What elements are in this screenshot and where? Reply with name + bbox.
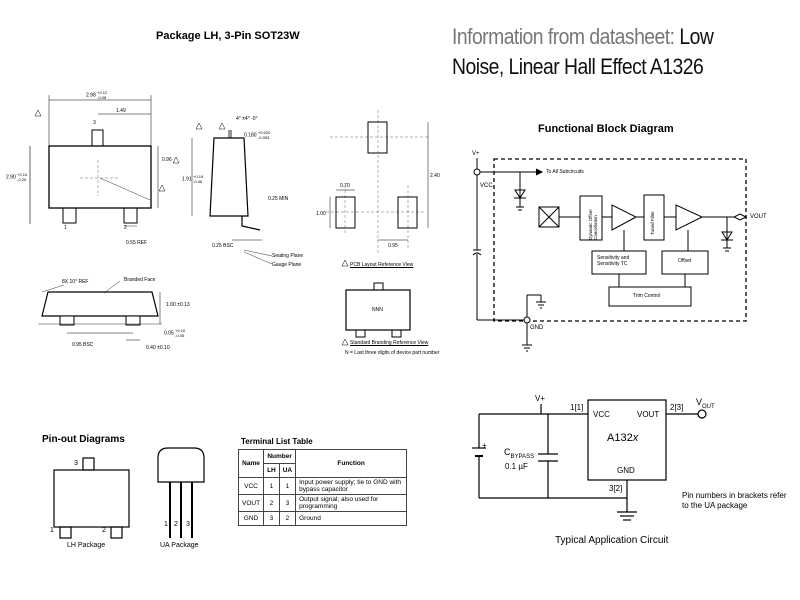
pcb-pad-1 [335, 196, 356, 229]
pcb-pad-3 [367, 121, 388, 154]
app-cap-value: 0.1 µF [505, 462, 528, 471]
dim-front-lead: 0.40 ±0.10 [146, 345, 170, 351]
dim-pcb-240: 2.40 [430, 173, 440, 179]
bd-offset: Offset [678, 258, 692, 264]
block-diagram-title: Functional Block Diagram [538, 123, 674, 135]
ua-package-body [157, 447, 205, 483]
branding-note: N = Last three digits of device part num… [345, 350, 440, 356]
app-vplus: V+ [535, 394, 546, 403]
app-pin-vcc: 1[1] [570, 403, 584, 412]
gauge-plane-label: Gauge Plane [272, 262, 302, 268]
dynamic-offset-block [579, 195, 603, 241]
bd-vout: VOUT [750, 214, 767, 220]
top-view-pin2 [123, 207, 138, 224]
amplifier-1 [611, 204, 638, 231]
dim-pcb-095: 0.95 [388, 243, 398, 249]
lh-pin2 [110, 526, 123, 539]
pcb-caption: PCB Layout Reference View [350, 262, 414, 268]
app-chip-name: A132x [607, 432, 639, 444]
lh-pin3 [82, 457, 95, 471]
datasheet-title-line2: Noise, Linear Hall Effect A1326 [452, 54, 704, 79]
dim-side-height: 1.91 +0.19-0.06 [182, 174, 204, 184]
th-name: Name [237, 449, 265, 478]
dim-front-angle: 8X 10° REF [62, 279, 89, 285]
th-function: Function [295, 449, 408, 478]
bd-vplus: V+ [472, 151, 480, 157]
top-pin1-label: 1 [64, 225, 67, 231]
table-row: GND 3 2 Ground [237, 511, 408, 526]
bd-vcc: VCC [480, 183, 493, 189]
branding-caption: Standard Branding Reference View [350, 340, 429, 346]
app-vout: VOUT [637, 410, 660, 419]
dim-pcb-100: 1.00 [316, 211, 326, 217]
pinout-title: Pin-out Diagrams [42, 434, 125, 445]
app-caption: Typical Application Circuit [555, 535, 669, 546]
lh-package-label: LH Package [67, 542, 106, 549]
datasheet-title-line1: Information from datasheet: Low [452, 22, 714, 51]
dim-side-angle: 4° ±4° -0° [236, 116, 258, 122]
dim-pcb-070: 0.70 [340, 183, 350, 189]
front-view-body [41, 291, 159, 317]
top-pin3-label: 3 [93, 120, 96, 126]
terminal-table: Name Number Function LH UA VCC 1 1 Input… [237, 449, 408, 526]
branding-nnn: NNN [372, 307, 383, 313]
amplifier-2 [675, 204, 704, 231]
dim-front-bsc: 0.95 BSC [72, 342, 94, 348]
side-view-body [209, 137, 249, 217]
ua-pin3-label: 3 [186, 521, 190, 528]
lh-pin1 [59, 526, 72, 539]
bd-trim: Trim Control [633, 293, 661, 299]
dim-pin-offset: 1.49 [116, 108, 126, 114]
bd-sensitivity: Sensitivity and Sensitivity TC [597, 255, 630, 267]
dim-front-height: 1.00 ±0.13 [166, 302, 190, 308]
app-note: Pin numbers in brackets refer to the UA … [682, 491, 787, 510]
bd-subcircuits: To All Subcircuits [546, 169, 584, 175]
ua-pin2-label: 2 [174, 521, 178, 528]
app-vcc: VCC [593, 410, 610, 419]
ua-pin1-label: 1 [164, 521, 168, 528]
branded-face-label: Branded Face [124, 277, 156, 283]
title-line1-suffix: Low [679, 24, 714, 49]
top-view-pin1 [62, 207, 77, 224]
dim-body-height: 2.90 +0.10-0.20 [6, 172, 28, 182]
app-pin-vout: 2[3] [670, 403, 684, 412]
trim-control-block [608, 286, 692, 307]
table-row: VCC 1 1 Input power supply; tie to GND w… [237, 477, 408, 495]
table-row: VOUT 2 3 Output signal; also used for pr… [237, 494, 408, 512]
app-gnd: GND [617, 466, 635, 475]
th-number: Number [263, 449, 297, 464]
bd-gnd: GND [530, 325, 544, 331]
ic-boundary [493, 158, 747, 322]
lh-pin2-label: 2 [102, 527, 106, 534]
app-pin-gnd: 3[2] [609, 484, 623, 493]
dim-pin-width: 0.96 [162, 157, 172, 163]
app-vout-external: VOUT [696, 397, 715, 410]
app-plus: + [482, 441, 487, 450]
ua-package-label: UA Package [160, 542, 199, 549]
lh-pin3-label: 3 [74, 460, 78, 467]
package-title: Package LH, 3-Pin SOT23W [156, 30, 300, 42]
dim-lead-thickness: 0.180 +0.020-0.053 [244, 130, 271, 140]
dim-front-standoff: 0.05 +0.10-0.05 [164, 328, 186, 338]
top-view-pin3 [91, 129, 104, 147]
dim-top-width: 2.98 +0.12-0.08 [86, 90, 108, 100]
lh-pin1-label: 1 [50, 527, 54, 534]
terminal-table-title: Terminal List Table [241, 437, 313, 446]
top-pin2-label: 2 [124, 225, 127, 231]
dim-ref-055: 0.55 REF [126, 240, 148, 246]
th-ua: UA [278, 463, 297, 478]
pcb-pad-2 [397, 196, 418, 229]
title-prefix: Information from datasheet: [452, 24, 675, 49]
dim-bsc-025: 0.25 BSC [212, 243, 234, 249]
dim-min-025: 0.25 MIN [268, 196, 289, 202]
seating-plane-label: Seating Plane [272, 253, 304, 259]
app-cap-name: CBYPASS [504, 447, 535, 460]
